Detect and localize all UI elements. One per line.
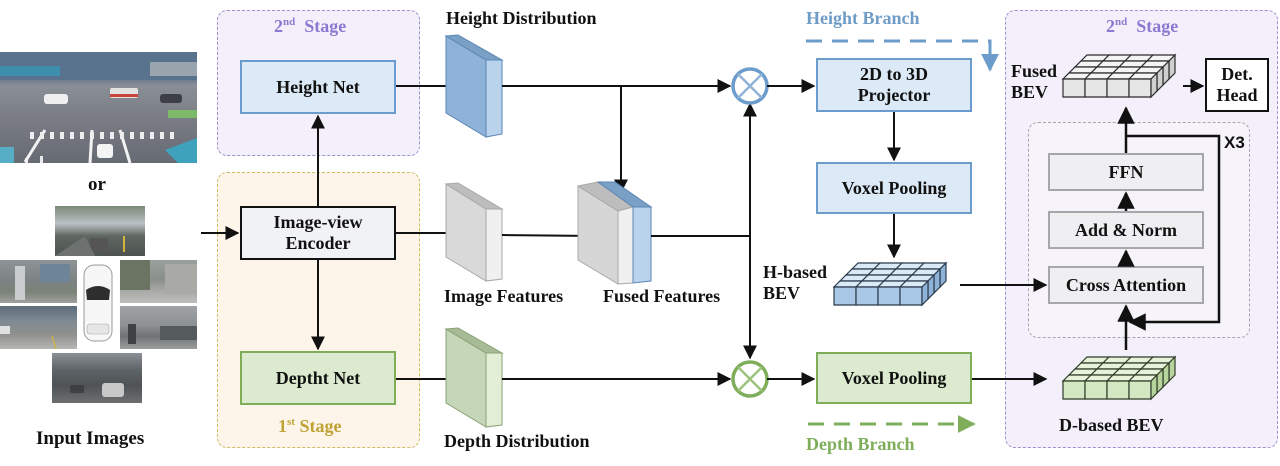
bev-front-cell bbox=[1062, 78, 1086, 98]
voxel-pooling-height-box[interactable]: Voxel Pooling bbox=[816, 162, 972, 214]
image-features-slab bbox=[444, 182, 504, 282]
back-left-camera-drawing bbox=[0, 326, 57, 349]
front-camera-image bbox=[55, 206, 145, 256]
fused-bev-label: Fused BEV bbox=[1011, 61, 1057, 102]
projector-label-line1: 2D to 3D bbox=[860, 64, 928, 85]
det-head-line1: Det. bbox=[1221, 64, 1253, 85]
encoder-label-line2: Encoder bbox=[285, 233, 351, 253]
depth-distribution-slab bbox=[444, 327, 504, 428]
det-head-box[interactable]: Det. Head bbox=[1205, 58, 1269, 112]
bev-front-cell bbox=[1062, 380, 1086, 400]
projector-label-line2: Projector bbox=[857, 85, 931, 105]
h-based-bev-label: H-based BEV bbox=[763, 262, 827, 303]
h-based-bev-line1: H-based bbox=[763, 262, 828, 282]
encoder-label-line1: Image-view bbox=[273, 212, 363, 233]
depth-branch-label: Depth Branch bbox=[806, 434, 915, 454]
h-based-bev-grid bbox=[832, 261, 948, 307]
fused-features-label: Fused Features bbox=[603, 286, 721, 306]
cross-attention-label: Cross Attention bbox=[1065, 274, 1187, 295]
front-right-camera-image bbox=[120, 260, 197, 303]
front-left-camera-drawing bbox=[15, 264, 70, 300]
d-based-bev-grid bbox=[1061, 355, 1177, 401]
det-head-line2: Head bbox=[1216, 85, 1258, 105]
fused-bev-grid bbox=[1061, 53, 1177, 99]
ffn-label: FFN bbox=[1108, 161, 1144, 182]
back-camera-image bbox=[52, 353, 142, 403]
bev-front-cell bbox=[855, 286, 879, 306]
bev-front-cell bbox=[833, 286, 857, 306]
back-right-camera-drawing bbox=[128, 324, 197, 344]
repeat-loop-arrow bbox=[1126, 134, 1221, 331]
front-camera-drawing bbox=[55, 236, 125, 256]
voxel-pooling-height-label: Voxel Pooling bbox=[841, 177, 947, 198]
front-left-camera-image bbox=[0, 260, 77, 303]
intersection-drawing bbox=[0, 52, 197, 163]
bev-front-cell bbox=[899, 286, 923, 306]
fused-bev-line1: Fused bbox=[1011, 61, 1058, 81]
or-label: or bbox=[88, 174, 106, 195]
bev-front-cell bbox=[1128, 380, 1152, 400]
input-images-label: Input Images bbox=[36, 428, 145, 449]
car-top-view-icon bbox=[83, 264, 113, 342]
depth-distribution-label: Depth Distribution bbox=[444, 431, 590, 451]
multiply-height-icon bbox=[731, 67, 769, 105]
back-right-camera-image bbox=[120, 306, 197, 349]
stage2-right-title: 2nd Stage bbox=[1106, 16, 1179, 36]
bev-front-cell bbox=[1106, 380, 1130, 400]
voxel-pooling-depth-label: Voxel Pooling bbox=[841, 367, 947, 388]
bev-side-cell bbox=[1150, 373, 1158, 401]
d-based-bev-label: D-based BEV bbox=[1059, 415, 1164, 435]
multiply-depth-icon bbox=[731, 360, 769, 398]
height-branch-dashed-arrow bbox=[806, 39, 999, 72]
back-left-camera-image bbox=[0, 306, 77, 349]
depth-net-label: Deptht Net bbox=[275, 367, 361, 388]
height-branch-label: Height Branch bbox=[806, 8, 920, 28]
bev-side-cell bbox=[1150, 71, 1158, 99]
voxel-pooling-depth-box[interactable]: Voxel Pooling bbox=[816, 352, 972, 404]
ffn-box[interactable]: FFN bbox=[1048, 153, 1204, 191]
front-right-camera-drawing bbox=[120, 260, 197, 294]
cross-attention-box[interactable]: Cross Attention bbox=[1048, 266, 1204, 304]
add-norm-box[interactable]: Add & Norm bbox=[1048, 211, 1204, 249]
traffic-intersection-image bbox=[0, 52, 197, 163]
height-distribution-label: Height Distribution bbox=[446, 8, 597, 28]
back-camera-drawing bbox=[70, 383, 124, 397]
depth-net-box[interactable]: Deptht Net bbox=[240, 351, 396, 405]
fused-features-slab bbox=[576, 181, 653, 285]
projector-box[interactable]: 2D to 3D Projector bbox=[816, 58, 972, 112]
add-norm-label: Add & Norm bbox=[1075, 219, 1177, 240]
height-distribution-slab bbox=[444, 34, 504, 138]
repeat-x3-label: X3 bbox=[1224, 133, 1245, 152]
fused-bev-line2: BEV bbox=[1011, 81, 1049, 102]
image-features-label: Image Features bbox=[444, 286, 564, 306]
bev-front-cell bbox=[1084, 78, 1108, 98]
height-net-label: Height Net bbox=[276, 76, 360, 97]
bev-front-cell bbox=[1084, 380, 1108, 400]
image-view-encoder-box[interactable]: Image-view Encoder bbox=[240, 206, 396, 260]
bev-front-cell bbox=[1106, 78, 1130, 98]
stage1-title: 1st Stage bbox=[278, 416, 342, 436]
stage2-left-title: 2nd Stage bbox=[274, 16, 347, 36]
bev-side-cell bbox=[921, 279, 929, 307]
ego-vehicle-image bbox=[79, 262, 117, 344]
h-based-bev-line2: BEV bbox=[763, 282, 801, 303]
bev-front-cell bbox=[1128, 78, 1152, 98]
height-net-box[interactable]: Height Net bbox=[240, 60, 396, 114]
bev-front-cell bbox=[877, 286, 901, 306]
